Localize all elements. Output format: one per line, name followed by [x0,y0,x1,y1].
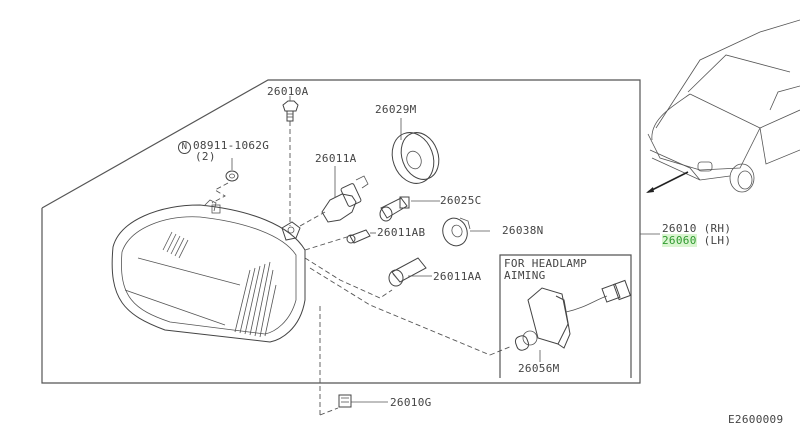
assembly-lh-part[interactable]: 26060 [662,234,697,247]
headlamp-unit [111,199,306,343]
assembly-rh-part: 26010 [662,222,697,235]
inset-title-line1: FOR HEADLAMP [504,257,588,270]
label-nut-number: 08911-1062G [193,139,270,152]
clip-icon [338,394,352,408]
label-assembly-lh: 26060 (LH) [662,234,732,247]
socket-ring-icon [442,217,471,247]
label-nut-prefix: N [178,141,191,154]
nut-icon [225,170,239,182]
label-socket: 26025C [440,194,482,207]
turn-bulb-icon [388,257,427,287]
label-main-bulb: 26011A [315,152,357,165]
label-aiming-motor: 26056M [518,362,560,375]
label-turn-bulb: 26011AA [433,270,482,283]
bolt-icon [282,100,299,122]
main-bulb-icon [321,175,369,223]
label-assembly-rh: 26010 (RH) [662,223,731,235]
inset-frame [499,254,632,378]
aiming-motor-icon [514,279,632,351]
vehicle-location-icon [646,19,800,193]
inset-title-line2: AIMING [504,269,546,282]
small-bulb-icon [346,229,371,244]
label-socket-ring: 26038N [502,224,544,237]
label-small-bulb: 26011AB [377,226,426,239]
assembly-lh-side: (LH) [703,234,732,247]
diagram-code: E2600009 [728,413,784,426]
label-nut-qty: (2) [195,150,216,163]
assembly-frame [41,79,641,384]
label-bolt: 26010A [267,85,309,98]
label-clip: 26010G [390,396,432,409]
assembly-rh-side: (RH) [703,222,732,235]
cap-icon [391,132,440,184]
label-cap: 26029M [375,103,417,116]
socket-icon [379,196,410,222]
